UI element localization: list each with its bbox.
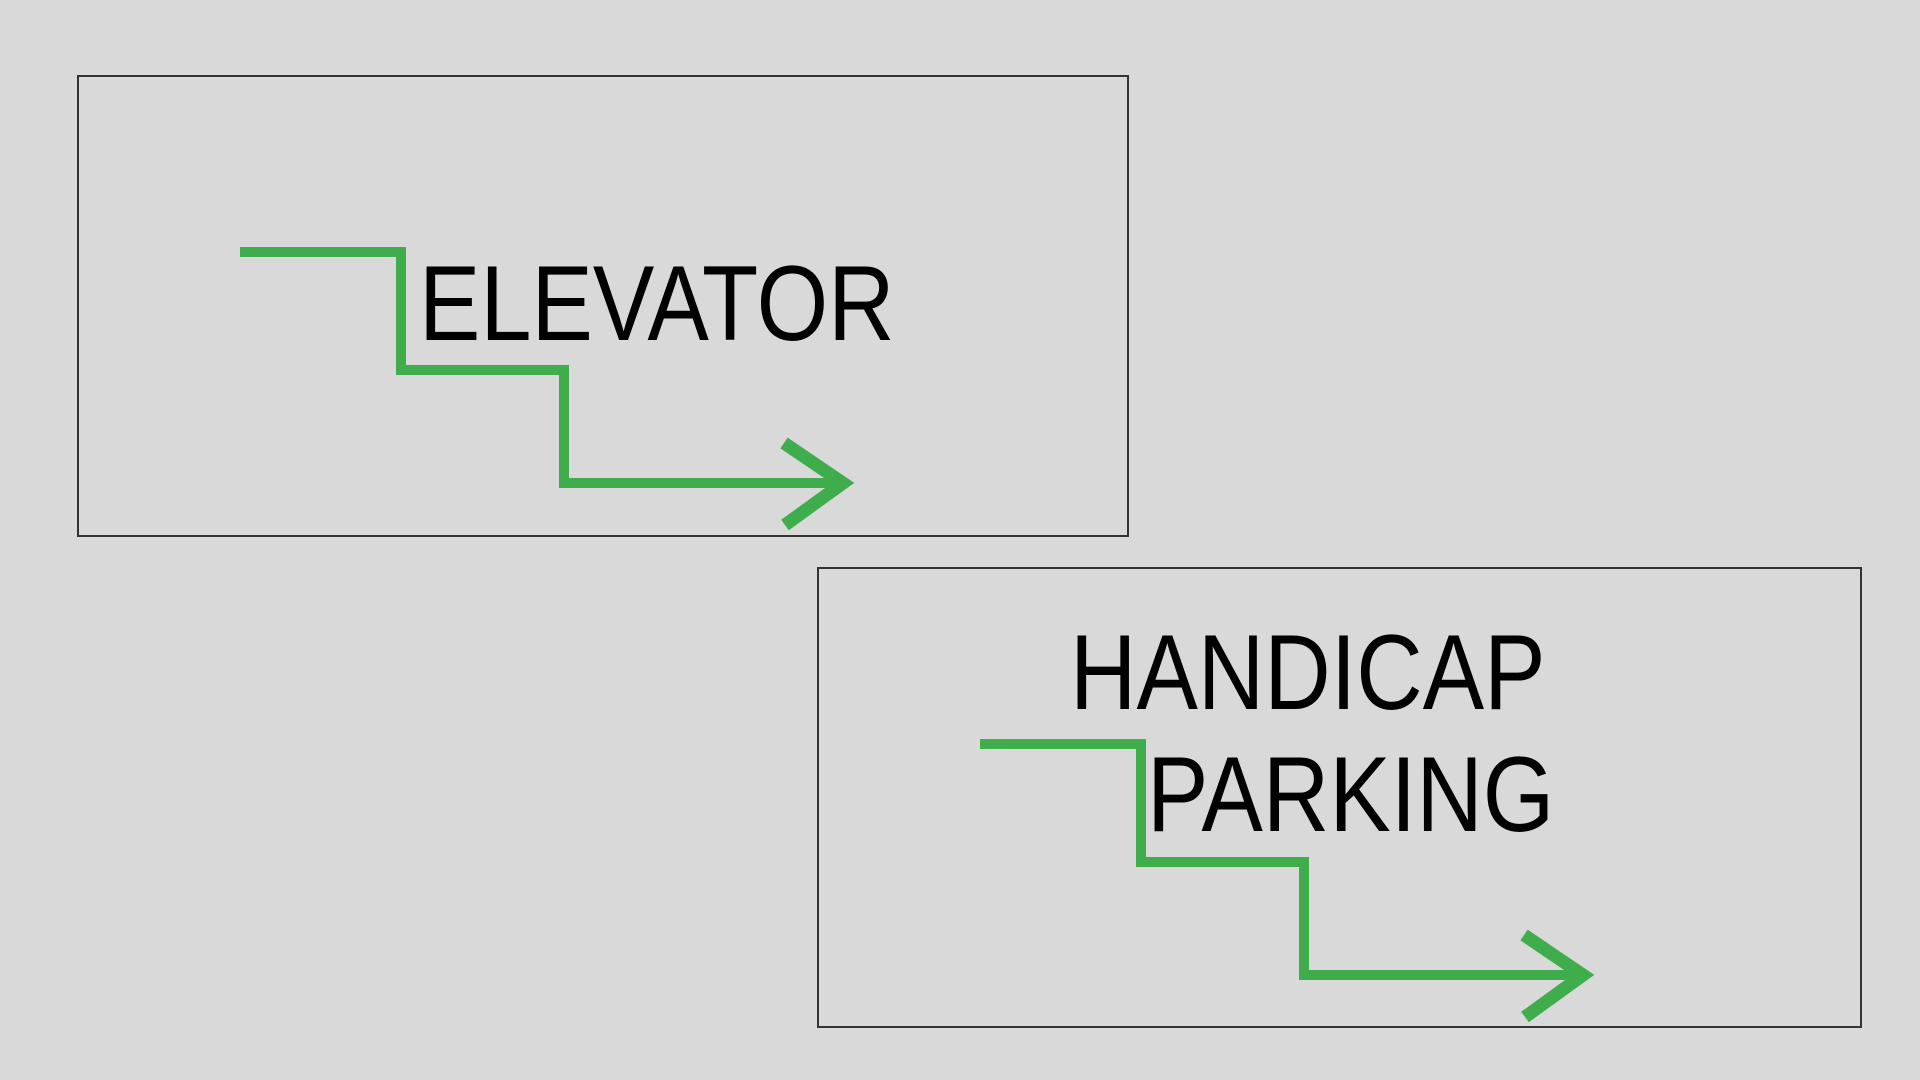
arrow-head-chevron	[1520, 929, 1595, 1023]
arrow-step-line	[980, 739, 1583, 980]
arrow-step-line	[240, 247, 843, 488]
elevator-label: ELEVATOR	[419, 243, 895, 363]
stepped-down-right-arrow-icon	[980, 739, 1595, 1023]
elevator-sign-panel: ELEVATOR	[77, 75, 1129, 537]
parking-label: PARKING	[1147, 734, 1555, 854]
handicap-label: HANDICAP	[1070, 612, 1546, 732]
stepped-down-right-arrow-icon	[240, 247, 855, 531]
handicap-parking-sign-panel: HANDICAP PARKING	[817, 567, 1862, 1028]
arrow-head-chevron	[780, 437, 855, 531]
